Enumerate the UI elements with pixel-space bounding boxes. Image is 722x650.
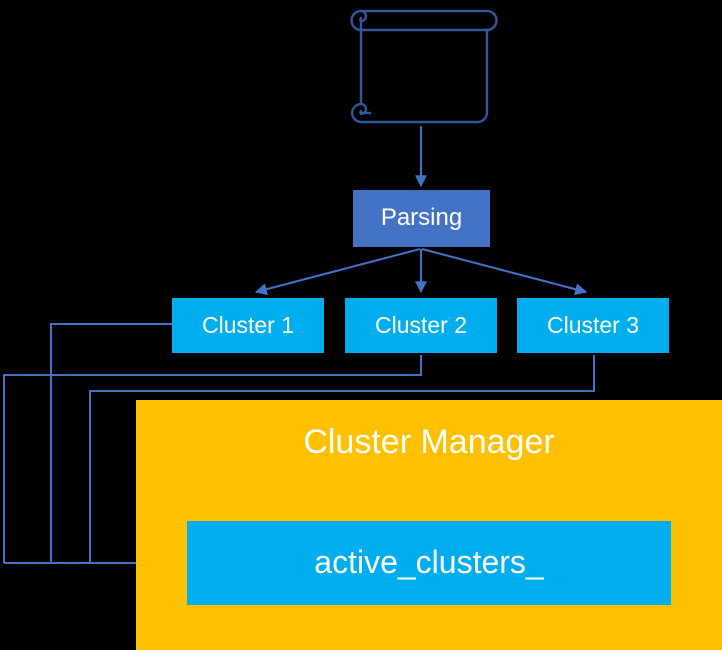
edge-parsing-to-cluster-3 xyxy=(421,248,588,296)
node-active-clusters[interactable]: active_clusters_ xyxy=(187,521,671,605)
edge-cluster-2-to-active-clusters xyxy=(3,355,422,563)
node-parsing[interactable]: Parsing xyxy=(353,190,490,247)
scroll-document-icon xyxy=(350,9,498,124)
node-cluster-2[interactable]: Cluster 2 xyxy=(345,298,497,353)
node-cluster-manager[interactable]: Cluster Manager active_clusters_ xyxy=(136,400,722,650)
edge-cluster-3-to-active-clusters xyxy=(89,355,595,563)
node-cluster-3[interactable]: Cluster 3 xyxy=(517,298,669,353)
cluster-manager-title: Cluster Manager xyxy=(303,423,555,461)
edge-cluster-1-to-active-clusters xyxy=(50,323,172,563)
node-cluster-1[interactable]: Cluster 1 xyxy=(172,298,324,353)
edge-parsing-to-cluster-1 xyxy=(254,248,421,296)
